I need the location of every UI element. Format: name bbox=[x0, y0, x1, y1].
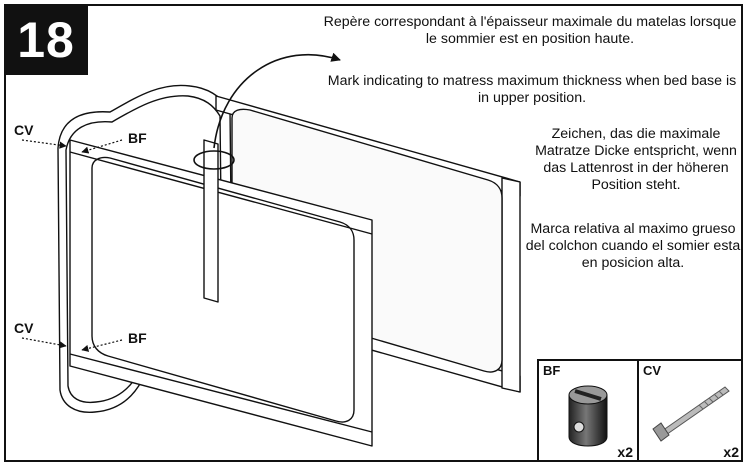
callout-arrow bbox=[213, 52, 341, 149]
part-bf-code: BF bbox=[543, 363, 561, 378]
step-number: 18 bbox=[4, 4, 88, 75]
note-english: Mark indicating to matress maximum thick… bbox=[327, 73, 737, 106]
part-cv: CV x2 bbox=[639, 361, 743, 462]
instruction-frame bbox=[4, 4, 743, 462]
part-bf-quantity: x2 bbox=[617, 444, 633, 460]
callout-cv-top: CV bbox=[14, 122, 34, 138]
note-french: Repère correspondant à l'épaisseur maxim… bbox=[323, 14, 737, 47]
callout-bf-top: BF bbox=[128, 130, 147, 146]
callout-bf-bottom: BF bbox=[128, 330, 147, 346]
parts-panel: BF x2 CV x2 bbox=[537, 359, 743, 462]
note-german: Zeichen, das die maximale Matratze Dicke… bbox=[535, 126, 737, 193]
note-spanish: Marca relativa al maximo grueso del colc… bbox=[525, 221, 741, 271]
part-cv-code: CV bbox=[643, 363, 662, 378]
thickness-mark bbox=[193, 150, 235, 170]
callout-cv-bottom: CV bbox=[14, 320, 34, 336]
part-cv-quantity: x2 bbox=[723, 444, 739, 460]
back-right-post bbox=[501, 177, 521, 393]
part-bf: BF x2 bbox=[539, 361, 639, 462]
cam-nut-icon bbox=[568, 385, 608, 447]
bolt-icon bbox=[652, 386, 730, 442]
